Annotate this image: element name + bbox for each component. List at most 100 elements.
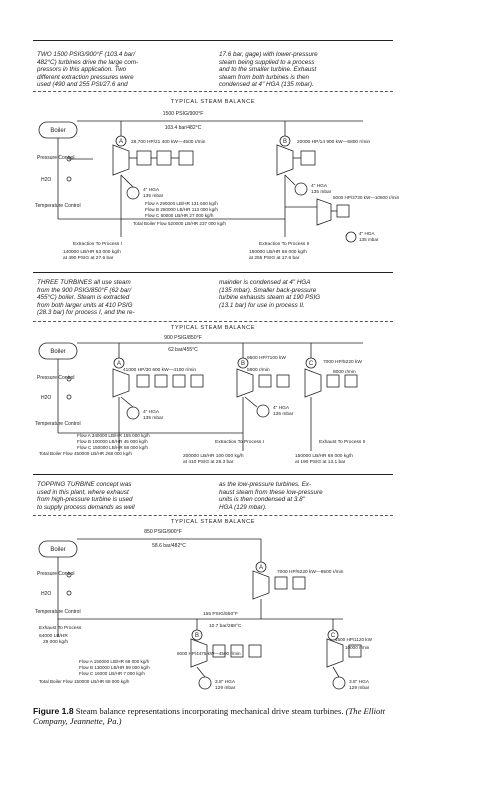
- extraction-ii-title: Exhaust To Process II: [319, 439, 365, 445]
- intro-right-text: 17.6 bar, gage) with lower-pressure stea…: [219, 51, 318, 89]
- flow-line: Flow A 340000 LB/HR 155 000 kg/h: [77, 433, 150, 438]
- steam-balance-diagram-3: A B C Boiler 850 PSIG/900°F 58.6 bar/482…: [35, 529, 373, 691]
- header-steam-metric: 103.4 bar/482°C: [165, 125, 202, 131]
- h2o-label: H2O: [41, 395, 51, 401]
- cond-a-metric: 135 mbar: [143, 415, 164, 421]
- marker-b: B: [283, 139, 287, 145]
- turbine-c-speed: 8000 r/min: [333, 369, 356, 375]
- divider-rule: [33, 91, 393, 92]
- cond-a: 4" HGA: [143, 409, 160, 415]
- marker-c: C: [309, 361, 314, 367]
- flow-line: Total Boiler Flow 450000 LB/HR 268 000 k…: [39, 451, 132, 456]
- h2o-label: H2O: [41, 177, 51, 183]
- extraction-i-title: Extraction To Process I: [73, 241, 122, 247]
- pressure-control: Pressure Control: [37, 375, 75, 381]
- turbine-a-rating: 7000 HP/5220 kW—8500 r/min: [277, 569, 344, 575]
- turbine-a: [112, 368, 130, 398]
- turbine-b-rating: 20000 HP/14 900 kW—5800 r/min: [297, 139, 370, 145]
- exhaust-flow-metric: 29 000 kg/h: [43, 639, 68, 645]
- extraction-ii-psig: at 190 PSIG at 13.1 bar: [295, 459, 346, 465]
- cond-b: 4" HGA: [311, 183, 328, 189]
- caption-credit: (The Elliott Company, Jeannette, Pa.): [33, 706, 386, 727]
- boiler-label: Boiler: [50, 128, 65, 134]
- boiler-label: Boiler: [50, 547, 65, 553]
- turbine-a: [252, 570, 270, 600]
- temperature-control: Temperature Control: [35, 421, 81, 427]
- cond-b-metric: 129 mbar: [215, 685, 236, 691]
- cond-c: 4" HGA: [359, 231, 375, 236]
- section-three-turbines: THREE TURBINES all use steam from the 90…: [33, 272, 393, 469]
- boiler-label: Boiler: [50, 349, 65, 355]
- figure-number: Figure 1.8: [33, 706, 74, 716]
- balance-title: TYPICAL STEAM BALANCE: [33, 325, 393, 331]
- turbine-a-rating: 28,700 HP/21 400 kW—4500 r/min: [131, 139, 206, 145]
- figure-caption: Figure 1.8 Steam balance representations…: [33, 706, 393, 726]
- caption-text: Steam balance representations incorporat…: [75, 706, 344, 716]
- flow-line: Flow A 290000 LB/HR 131 500 kg/h: [145, 201, 218, 206]
- mid-header: 155 PSIG/550°F: [203, 611, 238, 617]
- turbine-a-rating: 41000 HP/30 600 kW—4100 r/min: [123, 367, 196, 373]
- temperature-control: Temperature Control: [35, 203, 81, 209]
- pressure-control: Pressure Control: [37, 571, 75, 577]
- flow-line: Flow B 130000 LB/HR 59 000 kg/h: [79, 665, 150, 670]
- turbine-b-speed: 5800 r/min: [247, 367, 270, 373]
- turbine-c-rating: 7000 HP/5220 kW: [323, 359, 362, 365]
- section-two-turbines: TWO 1500 PSIG/900°F (103.4 bar/ 482°C) t…: [33, 40, 400, 271]
- cond-c-metric: 129 mbar: [349, 685, 370, 691]
- extraction-i-psig: at 410 PSIG at 28.3 bar: [183, 459, 234, 465]
- header-steam-metric: 58.6 bar/482°C: [152, 543, 186, 549]
- header-steam-metric: 62 bar/455°C: [168, 347, 198, 353]
- cond-a-metric: 135 mbar: [143, 193, 164, 199]
- flow-line: Flow B 100000 LB/HR 45 000 kg/h: [77, 439, 148, 444]
- cond-b: 4" HGA: [273, 405, 290, 411]
- divider-rule: [33, 321, 393, 322]
- header-steam: 1500 PSIG/900°F: [163, 111, 204, 117]
- flow-line: Flow C 16000 LB/HR 7 000 kg/h: [79, 671, 145, 676]
- marker-b: B: [241, 361, 245, 367]
- extraction-i-title: Extraction To Process I: [215, 439, 264, 445]
- flow-line: Flow A 150000 LB/HR 68 000 kg/h: [79, 659, 150, 664]
- section-topping-turbine: TOPPING TURBINE concept was used in this…: [33, 474, 393, 701]
- turbine-c: [316, 198, 332, 226]
- intro-left-text: TOPPING TURBINE concept was used in this…: [37, 481, 135, 511]
- extraction-ii-flow: 150000 LB/HR 68 000 kg/h: [249, 249, 307, 255]
- flow-line: Flow C 60000 LB/HR 27 000 kg/h: [145, 213, 214, 218]
- turbine-c-speed: 10000 r/min: [345, 645, 370, 650]
- marker-b: B: [195, 633, 199, 639]
- cond-b: 3.8" HGA: [215, 679, 236, 685]
- turbine-b: [190, 638, 208, 668]
- intro-right-text: as the low-pressure turbines. Ex- haust …: [219, 481, 323, 511]
- turbine-b: [276, 144, 294, 176]
- cond-b-metric: 135 mbar: [273, 411, 294, 417]
- exhaust-flow: 64000 LB/HR: [39, 633, 68, 639]
- flow-line: Flow B 250000 LB/HR 113 000 kg/h: [145, 207, 218, 212]
- extraction-ii-title: Extraction To Process II: [259, 241, 309, 247]
- balance-title: TYPICAL STEAM BALANCE: [33, 519, 393, 525]
- steam-balance-diagram-1: A B Boiler 1500 PSIG/900°F 103.4 bar/482…: [35, 111, 400, 261]
- balance-title: TYPICAL STEAM BALANCE: [33, 99, 393, 105]
- turbine-c-rating: 1500 HP/1120 kW: [335, 637, 373, 642]
- turbine-c: [304, 368, 322, 398]
- turbine-c: [326, 638, 344, 668]
- extraction-ii-psig: at 255 PSIG at 17.6 bar: [249, 255, 300, 261]
- extraction-i-flow: 200000 LB/HR 100 000 kg/h: [183, 453, 244, 459]
- exhaust-title: Exhaust To Process: [39, 625, 82, 631]
- header-steam: 900 PSIG/850°F: [164, 335, 202, 341]
- mid-header-metric: 10.7 bar/288°C: [209, 623, 242, 629]
- cond-c-metric: 135 mbar: [359, 237, 379, 242]
- extraction-i-flow: 140000 LB/HR 63 000 kg/h: [63, 249, 121, 255]
- flow-line: Total Boiler Flow 150000 LB/HR 68 000 kg…: [39, 679, 130, 684]
- marker-a: A: [259, 565, 263, 571]
- extraction-ii-flow: 150000 LB/HR 68 000 kg/h: [295, 453, 353, 459]
- flow-line: Flow C 150000 LB/HR 68 000 kg/h: [77, 445, 148, 450]
- marker-a: A: [119, 139, 123, 145]
- steam-balance-diagram-2: A B C Boiler 900 PSIG/850°F 62 bar/455°C…: [35, 335, 365, 465]
- marker-a: A: [117, 361, 121, 367]
- cond-c: 3.8" HGA: [349, 679, 370, 685]
- cond-b-metric: 135 mbar: [311, 189, 332, 195]
- turbine-c-rating: 5000 HP/3730 kW—10500 r/min: [333, 195, 400, 200]
- intro-left-text: TWO 1500 PSIG/900°F (103.4 bar/ 482°C) t…: [37, 51, 139, 89]
- marker-c: C: [331, 633, 336, 639]
- pressure-control: Pressure Control: [37, 155, 75, 161]
